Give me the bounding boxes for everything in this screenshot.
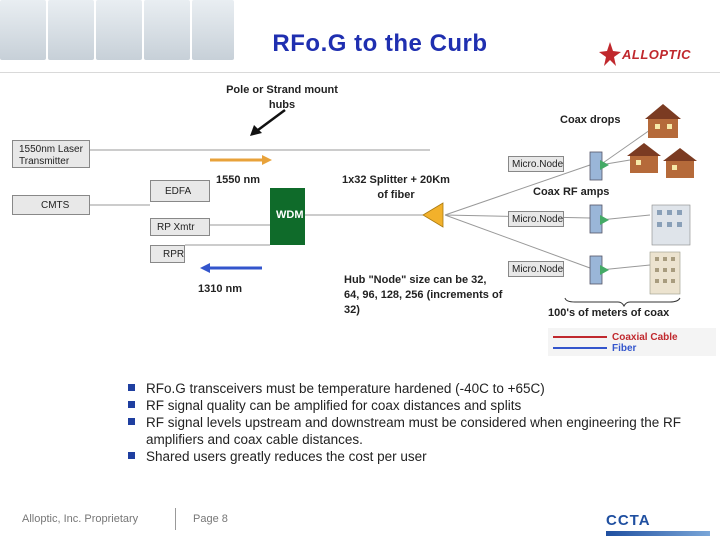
micronode-label-2: Micro.Node xyxy=(508,211,564,227)
office-photo xyxy=(0,0,46,60)
bullet-item: Shared users greatly reduces the cost pe… xyxy=(128,448,688,465)
house-icon xyxy=(627,143,661,173)
wavelength-1550-label: 1550 nm xyxy=(216,174,261,186)
bullet-text: RF signal levels upstream and downstream… xyxy=(146,415,682,447)
laser-transmitter-box: 1550nm Laser Transmitter xyxy=(12,140,90,168)
bullet-list: RFo.G transceivers must be temperature h… xyxy=(128,380,688,465)
ccta-text: CCTA xyxy=(606,512,651,529)
logo-text: ALLOPTIC xyxy=(622,47,691,62)
splitter-label: 1x32 Splitter + 20Km of fiber xyxy=(342,174,450,201)
bullet-text: RFo.G transceivers must be temperature h… xyxy=(146,381,545,396)
house-icon xyxy=(645,104,681,138)
rpr-box: RPR xyxy=(150,245,185,263)
bullet-item: RF signal quality can be amplified for c… xyxy=(128,397,688,414)
coax-drops-label: Coax drops xyxy=(560,114,621,126)
tower-building-icon xyxy=(649,251,681,295)
header-divider xyxy=(0,72,720,73)
network-diagram xyxy=(90,104,716,356)
header-photo-strip xyxy=(0,0,235,62)
splitter-icon xyxy=(422,202,444,228)
coax-line xyxy=(599,129,651,166)
coax-line xyxy=(599,264,651,271)
office-photo xyxy=(96,0,142,60)
footer-page-number: Page 8 xyxy=(193,513,228,525)
footer-company: Alloptic, Inc. Proprietary xyxy=(22,513,139,525)
alloptic-logo: ALLOPTIC xyxy=(598,40,708,68)
pole-mount-label: Pole or Strand mount hubs xyxy=(226,84,338,111)
bullet-square-icon xyxy=(128,418,135,425)
fiber-line xyxy=(444,214,591,269)
micronode-label-3: Micro.Node xyxy=(508,261,564,277)
coax-distance-label: 100's of meters of coax xyxy=(548,307,670,319)
rf-amp-icon xyxy=(600,160,609,170)
bullet-text: RF signal quality can be amplified for c… xyxy=(146,398,522,413)
bullet-square-icon xyxy=(128,384,135,391)
apartment-building-icon xyxy=(651,204,691,246)
wdm-label: WDM xyxy=(276,209,304,221)
hub-node-size-label: Hub "Node" size can be 32, 64, 96, 128, … xyxy=(344,274,503,316)
ccta-underline xyxy=(606,531,710,536)
rf-amp-icon xyxy=(600,265,609,275)
pole-pointer-head xyxy=(250,125,262,136)
coax-line xyxy=(599,214,651,221)
distance-brace xyxy=(564,297,681,308)
bullet-square-icon xyxy=(128,401,135,408)
legend-coax-label: Coaxial Cable xyxy=(612,332,678,343)
wdm-block xyxy=(270,188,305,245)
upstream-arrow-head xyxy=(200,263,210,273)
rp-xmtr-box: RP Xmtr xyxy=(150,218,210,236)
micronode-label-1: Micro.Node xyxy=(508,156,564,172)
pole-pointer-arrow xyxy=(257,108,286,132)
legend-box xyxy=(548,328,716,356)
cmts-box: CMTS xyxy=(12,195,90,215)
ccta-badge: CCTA xyxy=(606,512,710,538)
bullet-item: RF signal levels upstream and downstream… xyxy=(128,414,688,448)
office-photo xyxy=(48,0,94,60)
footer-divider xyxy=(175,508,176,530)
coax-rf-amps-label: Coax RF amps xyxy=(533,186,610,198)
alloptic-star-icon xyxy=(599,42,621,66)
downstream-arrow-head xyxy=(262,155,272,165)
edfa-box: EDFA xyxy=(150,180,210,202)
bullet-item: RFo.G transceivers must be temperature h… xyxy=(128,380,688,397)
bullet-text: Shared users greatly reduces the cost pe… xyxy=(146,449,427,464)
house-icon xyxy=(663,148,697,178)
fiber-line xyxy=(444,164,591,216)
wavelength-1310-label: 1310 nm xyxy=(198,283,243,295)
office-photo xyxy=(144,0,190,60)
office-photo xyxy=(192,0,234,60)
page-title: RFo.G to the Curb xyxy=(272,30,488,57)
rf-amp-icon xyxy=(600,215,609,225)
legend-fiber-label: Fiber xyxy=(612,343,637,354)
bullet-square-icon xyxy=(128,452,135,459)
